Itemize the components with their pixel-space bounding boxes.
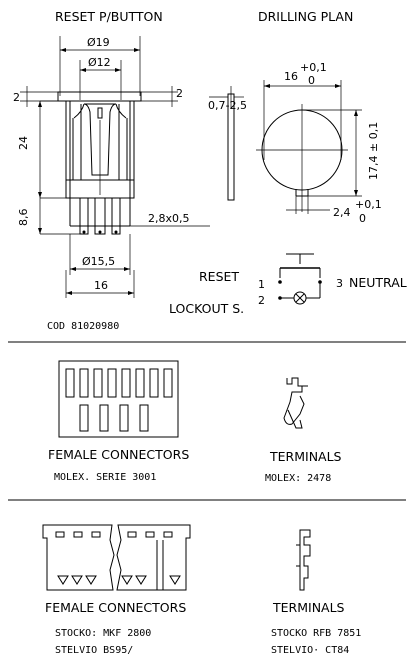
dim-height-24: 24 <box>17 136 30 150</box>
reset-button-drawing <box>20 36 210 298</box>
dim-width-16: 16 <box>94 279 108 292</box>
pin-3-label: 3 <box>336 277 343 290</box>
drilling-plan-title: DRILLING PLAN <box>258 9 353 24</box>
dim-hole-width-tol-zero: 0 <box>308 74 315 87</box>
dim-notch-tol-zero: 0 <box>359 212 366 225</box>
dim-flange-left: 2 <box>13 91 20 104</box>
stocko-terminals-line-1: STOCKO RFB 7851 <box>271 628 361 639</box>
dim-hole-width: 16 <box>284 70 298 83</box>
molex-terminal-drawing <box>283 377 308 429</box>
dim-diameter-12: Ø12 <box>88 56 111 69</box>
reset-label: RESET <box>199 269 239 284</box>
dim-diameter-15-5: Ø15,5 <box>82 255 115 268</box>
dim-hole-width-tol-plus: +0,1 <box>300 61 327 74</box>
reset-button-title: RESET P/BUTTON <box>55 9 163 24</box>
pin-1-label: 1 <box>258 278 265 291</box>
stocko-terminals-line-2: STELVIO· CT84 <box>271 645 349 656</box>
dim-hole-height: 17,4 ± 0,1 <box>367 122 380 180</box>
stocko-terminal-drawing <box>296 529 311 591</box>
dim-panel-thickness: 0,7-2,5 <box>208 99 247 112</box>
molex-connector-drawing <box>58 360 179 438</box>
molex-connectors-series: MOLEX. SERIE 3001 <box>54 472 156 483</box>
stocko-connector-drawing <box>42 524 191 591</box>
dim-pin-size: 2,8x0,5 <box>148 212 190 225</box>
stocko-connectors-title: FEMALE CONNECTORS <box>45 600 186 615</box>
wiring-diagram <box>278 253 322 305</box>
dim-flange-right: 2 <box>176 87 183 100</box>
dim-notch-tol-plus: +0,1 <box>355 198 382 211</box>
dim-diameter-19: Ø19 <box>87 36 110 49</box>
molex-connectors-title: FEMALE CONNECTORS <box>48 447 189 462</box>
neutral-label: NEUTRAL <box>349 275 407 290</box>
stocko-connectors-line-2: STELVIO BS95/ <box>55 645 133 656</box>
molex-terminals-code: MOLEX: 2478 <box>265 473 331 484</box>
drilling-plan-drawing <box>209 80 362 214</box>
stocko-connectors-line-1: STOCKO: MKF 2800 <box>55 628 151 639</box>
lockout-label: LOCKOUT S. <box>169 301 244 316</box>
code-number: COD 81020980 <box>47 321 119 332</box>
pin-2-label: 2 <box>258 294 265 307</box>
dim-notch: 2,4 <box>333 206 351 219</box>
molex-terminals-title: TERMINALS <box>269 449 342 464</box>
dim-height-8-6: 8,6 <box>17 209 30 227</box>
stocko-terminals-title: TERMINALS <box>272 600 345 615</box>
